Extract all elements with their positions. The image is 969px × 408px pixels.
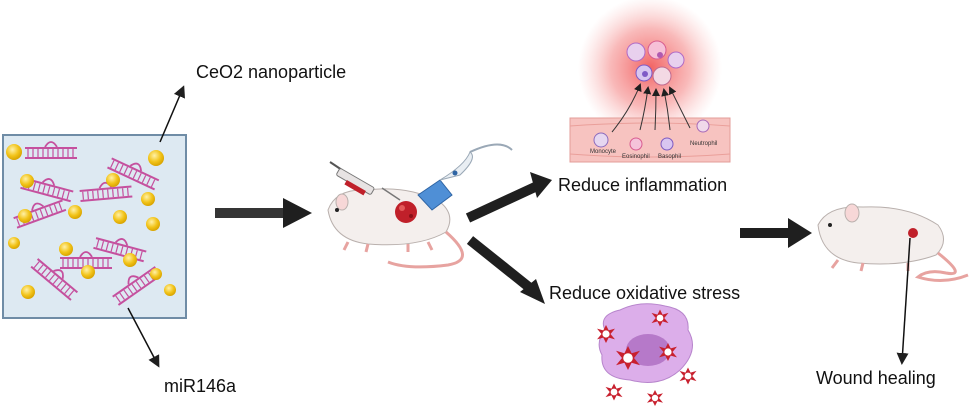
wound-healing-pointer xyxy=(896,237,911,365)
reduce-inflammation-label: Reduce inflammation xyxy=(558,175,728,195)
arrow-to-healing xyxy=(740,218,812,248)
basophil-label: Basophil xyxy=(658,154,681,160)
monocyte-label: Monocyte xyxy=(590,149,617,155)
healed-mouse xyxy=(817,203,969,282)
immune-cell-cluster xyxy=(626,40,685,86)
arrow-to-inflammation xyxy=(465,172,552,223)
arrow-to-treatment xyxy=(215,198,312,228)
nanoparticle-label: CeO2 nanoparticle xyxy=(196,62,347,82)
arrow-to-oxidative xyxy=(466,236,545,304)
nanoparticle-mirna-box xyxy=(2,134,187,319)
eosinophil-label: Eosinophil xyxy=(622,154,650,160)
inflammation-illustration: Monocyte Eosinophil Basophil Neutrophil xyxy=(569,0,731,163)
treated-mouse xyxy=(327,188,464,269)
ultrasound-probe-icon xyxy=(417,143,513,211)
oxidative-stress-illustration xyxy=(597,303,697,406)
reduce-oxidative-label: Reduce oxidative stress xyxy=(549,283,741,303)
neutrophil-label: Neutrophil xyxy=(690,141,717,147)
wound-healing-label: Wound healing xyxy=(816,368,936,388)
syringe-icon xyxy=(329,161,401,201)
mirna-pointer xyxy=(127,307,160,368)
mirna-label: miR146a xyxy=(164,376,237,396)
nanoparticle-pointer xyxy=(159,85,185,143)
ceo2-nanoparticle xyxy=(6,144,176,299)
